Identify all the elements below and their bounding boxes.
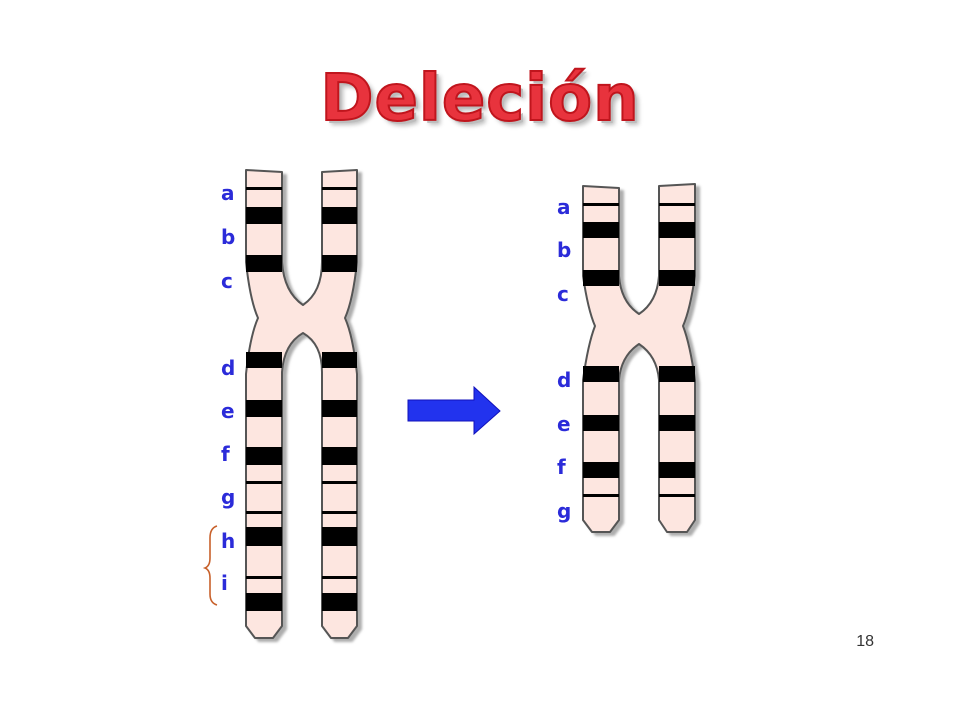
right-arrow-icon bbox=[407, 385, 501, 436]
normal-chromosome-bands bbox=[246, 187, 357, 611]
band-label-d: d bbox=[557, 368, 571, 392]
deleted-chromosome: a b c d e f g bbox=[557, 183, 696, 533]
band-label-f: f bbox=[221, 442, 230, 466]
deleted-region-bracket-icon bbox=[202, 525, 218, 606]
band-label-e: e bbox=[221, 399, 235, 423]
band-label-i: i bbox=[221, 571, 228, 595]
slide-title: Deleción bbox=[319, 61, 640, 137]
deleted-chromosome-labels: a b c d e f g bbox=[557, 195, 571, 523]
title-container: Deleción bbox=[0, 61, 960, 137]
normal-chromosome-labels: a b c d e f g h i bbox=[221, 181, 235, 595]
band-label-g: g bbox=[557, 499, 571, 523]
page-number: 18 bbox=[856, 633, 874, 650]
band-label-d: d bbox=[221, 356, 235, 380]
band-label-g: g bbox=[221, 485, 235, 509]
deleted-chromosome-bands bbox=[583, 203, 695, 497]
band-label-a: a bbox=[221, 181, 235, 205]
normal-chromosome: a b c d e f g h i bbox=[202, 169, 358, 639]
band-label-e: e bbox=[557, 412, 571, 436]
band-label-c: c bbox=[557, 282, 569, 306]
band-label-h: h bbox=[221, 529, 235, 553]
band-label-c: c bbox=[221, 269, 233, 293]
normal-chromosome-body bbox=[245, 169, 358, 639]
band-label-a: a bbox=[557, 195, 571, 219]
band-label-b: b bbox=[221, 225, 235, 249]
band-label-f: f bbox=[557, 455, 566, 479]
band-label-b: b bbox=[557, 238, 571, 262]
